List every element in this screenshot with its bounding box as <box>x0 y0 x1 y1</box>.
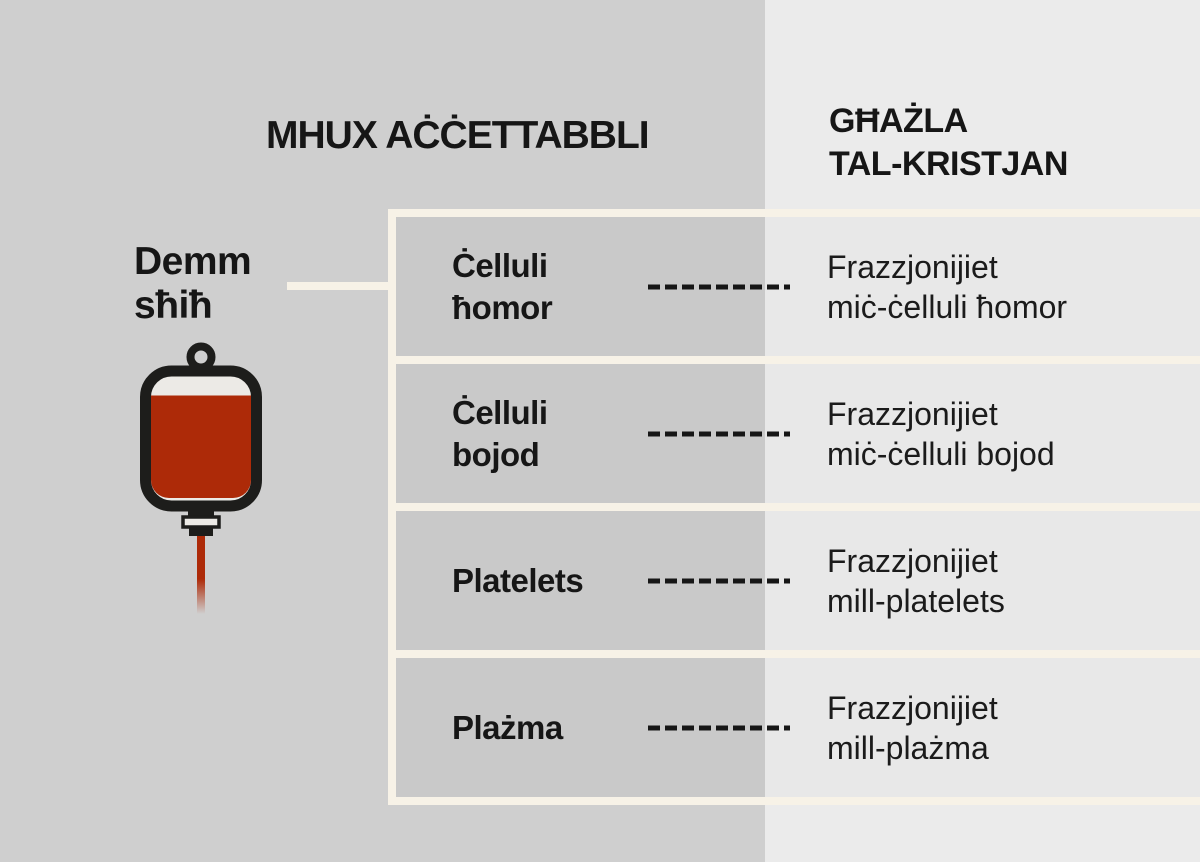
blood-bag-icon <box>140 342 262 614</box>
choice-label-line: miċ-ċelluli bojod <box>827 435 1055 472</box>
header-christians-choice-line2: TAL-KRISTJAN <box>829 145 1068 183</box>
whole-blood-label: Demm sħiħ <box>134 240 252 328</box>
whole-blood-connector-line <box>287 282 389 290</box>
choice-label: Frazzjonijiet miċ-ċelluli bojod <box>827 394 1055 474</box>
choice-label-line: Frazzjonijiet <box>827 248 998 285</box>
header-unacceptable: MHUX AĊĊETTABBLI <box>266 114 650 157</box>
component-row-red-cells: Ċelluli ħomor Frazzjonijiet miċ-ċelluli … <box>396 217 1200 356</box>
components-table: Ċelluli ħomor Frazzjonijiet miċ-ċelluli … <box>388 209 1200 805</box>
choice-cell: Frazzjonijiet miċ-ċelluli bojod <box>765 364 1200 503</box>
component-row-white-cells: Ċelluli bojod Frazzjonijiet miċ-ċelluli … <box>396 364 1200 503</box>
header-christians-choice: GĦAŻLA TAL-KRISTJAN <box>829 100 1068 186</box>
whole-blood-label-line2: sħiħ <box>134 284 213 327</box>
bag-port-nozzle <box>189 528 213 536</box>
dashed-connector <box>648 725 790 730</box>
choice-label: Frazzjonijiet miċ-ċelluli ħomor <box>827 247 1067 327</box>
header-christians-choice-line1: GĦAŻLA <box>829 102 968 140</box>
component-label-line: Ċelluli <box>452 246 548 284</box>
choice-label-line: mill-plażma <box>827 729 989 766</box>
choice-label-line: Frazzjonijiet <box>827 689 998 726</box>
choice-label-line: mill-platelets <box>827 582 1005 619</box>
dashed-connector <box>648 284 790 289</box>
choice-cell: Frazzjonijiet miċ-ċelluli ħomor <box>765 217 1200 356</box>
component-label-line: Plażma <box>452 708 563 746</box>
component-label-line: ħomor <box>452 288 553 326</box>
component-row-platelets: Platelets Frazzjonijiet mill-platelets <box>396 511 1200 650</box>
choice-label-line: Frazzjonijiet <box>827 542 998 579</box>
component-label: Ċelluli bojod <box>452 392 548 476</box>
component-row-plasma: Plażma Frazzjonijiet mill-plażma <box>396 658 1200 797</box>
choice-cell: Frazzjonijiet mill-platelets <box>765 511 1200 650</box>
component-label: Platelets <box>452 560 584 602</box>
blood-fill <box>151 395 251 498</box>
component-label: Ċelluli ħomor <box>452 245 553 329</box>
choice-label: Frazzjonijiet mill-plażma <box>827 688 998 768</box>
choice-label-line: miċ-ċelluli ħomor <box>827 288 1068 325</box>
dashed-connector <box>648 431 790 436</box>
bag-port-flange <box>181 515 221 529</box>
component-label: Plażma <box>452 707 563 749</box>
component-label-line: bojod <box>452 435 540 473</box>
choice-cell: Frazzjonijiet mill-plażma <box>765 658 1200 797</box>
choice-label-line: Frazzjonijiet <box>827 395 998 432</box>
bag-port-stem <box>188 508 214 517</box>
bag-tube <box>197 536 205 614</box>
bag-hanger-ring-icon <box>186 342 216 372</box>
dashed-connector <box>648 578 790 583</box>
component-label-line: Ċelluli <box>452 393 548 431</box>
component-label-line: Platelets <box>452 561 584 599</box>
choice-label: Frazzjonijiet mill-platelets <box>827 541 1005 621</box>
whole-blood-label-line1: Demm <box>134 240 252 283</box>
